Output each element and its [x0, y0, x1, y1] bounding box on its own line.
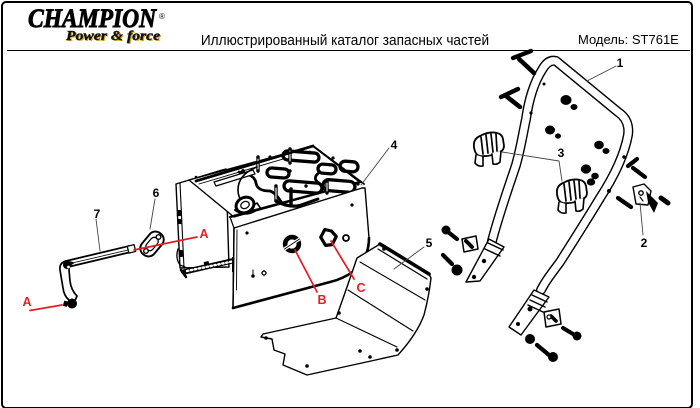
svg-text:3: 3 — [558, 146, 565, 160]
svg-text:6: 6 — [153, 186, 160, 200]
svg-text:4: 4 — [391, 138, 398, 152]
svg-text:1: 1 — [617, 56, 624, 70]
svg-text:2: 2 — [641, 236, 648, 250]
svg-text:C: C — [356, 281, 365, 295]
svg-text:5: 5 — [426, 236, 433, 250]
svg-text:7: 7 — [94, 207, 101, 221]
svg-text:A: A — [22, 295, 31, 309]
svg-text:B: B — [317, 293, 326, 307]
svg-text:A: A — [199, 227, 208, 241]
